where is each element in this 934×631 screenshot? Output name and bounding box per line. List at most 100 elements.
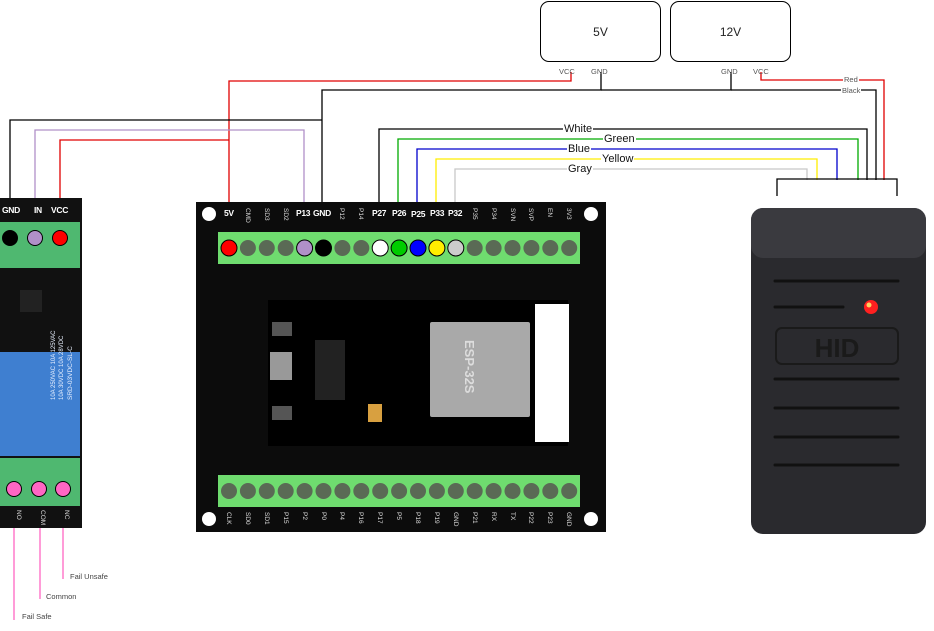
esp-top-terminal-en	[542, 240, 559, 256]
esp-bottom-silk-p18: P18	[414, 512, 421, 524]
esp-bottom-silk-p16: P16	[357, 512, 365, 524]
esp-pin-5v-label: 5V	[224, 208, 234, 218]
reader-connector	[776, 178, 898, 196]
esp-bottom-terminal-p15	[277, 483, 294, 499]
note-fail-safe: Fail Safe	[22, 612, 52, 621]
wire-label-white: White	[563, 123, 594, 135]
esp-top-silk-p14: P14	[357, 208, 365, 220]
esp-top-terminal-p14	[353, 240, 370, 256]
wire-white	[378, 128, 868, 245]
wire-reader-black	[731, 89, 877, 180]
esp-bottom-silk-p2: P2	[300, 512, 308, 520]
esp32-board: ESP-32S	[196, 202, 606, 532]
esp-bottom-terminal-clk	[221, 483, 237, 499]
esp-top-silk-3v3: 3V3	[565, 208, 573, 220]
esp-bottom-terminal-p5	[391, 483, 408, 499]
esp-pin-p27-label: P27	[372, 208, 387, 218]
esp-bottom-terminal-sd0	[239, 483, 256, 499]
wire-relay-in	[34, 129, 305, 245]
esp-bottom-terminal-p4	[334, 483, 351, 499]
esp-top-terminal-5v	[220, 239, 238, 257]
wire-reader-red	[760, 72, 885, 180]
esp32-module-label: ESP-32S	[462, 340, 477, 394]
wire-blue	[416, 148, 838, 245]
relay-gnd-label: GND	[2, 205, 20, 215]
esp-bottom-terminal-p19	[428, 483, 445, 499]
hid-logo: HID	[815, 333, 860, 363]
esp-top-terminal-svp	[523, 240, 540, 256]
wire-12v-gnd	[601, 72, 732, 91]
esp-pin-p33-label: P33	[430, 208, 445, 218]
esp-pin-p32-label: P32	[448, 208, 463, 218]
svg-text:SRD-03VDC-SL-C: SRD-03VDC-SL-C	[67, 346, 74, 400]
esp-bottom-silk-tx: TX	[508, 512, 516, 521]
esp-top-terminal-p13	[296, 239, 314, 257]
psu-5v-vcc-label: VCC	[559, 67, 575, 76]
wire-label-red: Red	[843, 75, 859, 84]
esp-bottom-silk-rx: RX	[489, 512, 497, 522]
note-common: Common	[46, 592, 77, 601]
esp-top-terminal-p34	[485, 240, 502, 256]
esp-top-terminal-svn	[504, 240, 521, 256]
esp-top-terminal-p27	[371, 239, 389, 257]
note-fail-unsafe: Fail Unsafe	[70, 572, 108, 581]
esp-bottom-silk-gnd: GND	[565, 512, 573, 527]
psu-12v: 12V	[670, 1, 791, 62]
esp-top-silk-p12: P12	[338, 208, 346, 220]
esp-bottom-silk-p4: P4	[338, 512, 346, 520]
esp-bottom-terminal-gnd	[447, 483, 464, 499]
esp-bottom-silk-sd0: SD0	[243, 512, 251, 525]
esp-top-terminal-gnd	[315, 239, 332, 257]
relay-com-silk: COM	[39, 510, 46, 526]
relay-module: 10A 250VAC 10A 125VAC 10A 30VDC 10A 28VD…	[0, 198, 82, 528]
wire-label-yellow: Yellow	[601, 153, 635, 165]
esp-top-silk-p34: P34	[489, 208, 497, 220]
esp-bottom-terminal-p2	[296, 483, 313, 499]
esp-bottom-terminal-tx	[504, 483, 521, 499]
esp-bottom-terminal-p0	[315, 483, 332, 499]
esp-bottom-terminal-p18	[410, 483, 426, 499]
esp-bottom-terminal-p16	[353, 483, 370, 499]
esp-bottom-silk-p19: P19	[432, 512, 440, 524]
esp-bottom-terminal-p22	[523, 483, 540, 499]
esp-top-silk-en: EN	[546, 208, 554, 218]
wire-label-blue: Blue	[567, 143, 592, 155]
esp-pin-gnd-label: GND	[313, 208, 331, 218]
svg-text:10A 30VDC 10A 28VDC: 10A 30VDC 10A 28VDC	[59, 335, 65, 400]
esp-bottom-silk-gnd: GND	[451, 512, 459, 527]
esp-top-terminal-p26	[390, 239, 408, 257]
esp-top-terminal-p25	[409, 239, 427, 257]
wire-gnd-bus	[321, 72, 602, 245]
esp-top-silk-sd3: SD3	[262, 208, 270, 221]
psu-5v-gnd-label: GND	[591, 67, 608, 76]
esp-bottom-terminal-p17	[372, 483, 389, 499]
psu-5v-label: 5V	[593, 24, 608, 39]
esp-top-silk-svp: SVP	[527, 208, 535, 222]
esp-bottom-terminal-gnd	[561, 483, 578, 499]
rfid-reader: HID	[751, 208, 926, 534]
esp-pin-p26-label: P26	[392, 208, 407, 218]
esp-top-terminal-sd3	[258, 240, 275, 256]
wire-5v-vcc	[228, 72, 572, 245]
esp-bottom-silk-p22: P22	[527, 512, 535, 524]
esp-bottom-terminal-rx	[485, 483, 502, 499]
esp-bottom-silk-p0: P0	[319, 512, 327, 520]
esp-bottom-terminal-p23	[542, 483, 559, 499]
esp-bottom-terminal-p21	[466, 483, 483, 499]
esp-top-silk-sd2: SD2	[281, 208, 289, 221]
esp-top-terminal-p33	[428, 239, 446, 257]
esp-bottom-silk-clk: CLK	[225, 512, 232, 525]
psu-12v-label: 12V	[719, 24, 742, 39]
wire-label-gray: Gray	[567, 163, 593, 175]
esp-pin-p13-label: P13	[296, 208, 311, 218]
esp-top-silk-svn: SVN	[508, 208, 516, 222]
relay-in-label: IN	[34, 205, 42, 215]
psu-12v-gnd-label: GND	[721, 67, 738, 76]
relay-nc-silk: NC	[63, 510, 70, 520]
esp-top-terminal-p35	[466, 240, 483, 256]
relay-no-silk: NO	[15, 510, 22, 520]
esp-bottom-silk-p23: P23	[546, 512, 554, 524]
esp-bottom-silk-p15: P15	[281, 512, 289, 524]
esp-top-terminal-p12	[334, 240, 351, 256]
relay-vcc-label: VCC	[51, 205, 69, 215]
